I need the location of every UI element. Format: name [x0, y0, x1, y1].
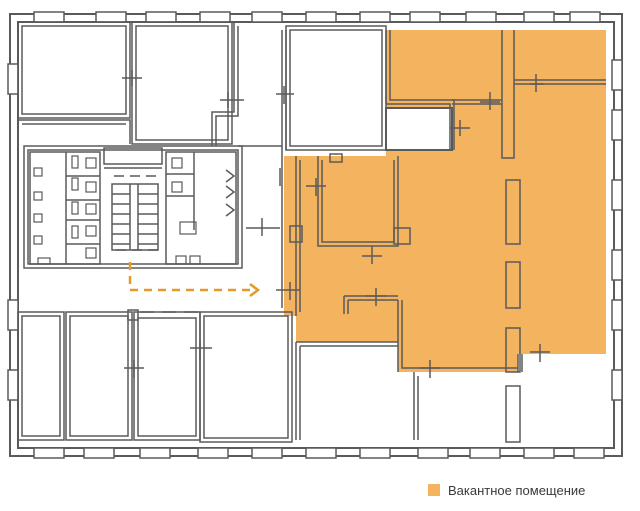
windows-top: [33, 11, 601, 23]
vacant-room-large: [284, 30, 606, 372]
toilet-icon: [33, 155, 201, 265]
legend-swatch-vacant: [428, 484, 440, 496]
vacant-area: [284, 30, 606, 372]
floor-plan: [7, 11, 623, 459]
windows-bottom: [33, 447, 605, 459]
dashed-arrow-right-icon: [128, 262, 261, 297]
windows-sides: [7, 59, 623, 401]
core-block: [23, 145, 243, 269]
interior-walls: [17, 21, 606, 443]
legend-label: Вакантное помещение: [448, 482, 586, 498]
legend: Вакантное помещение: [428, 480, 585, 500]
room-cutout: [385, 107, 453, 151]
door-ticks: [122, 70, 550, 378]
